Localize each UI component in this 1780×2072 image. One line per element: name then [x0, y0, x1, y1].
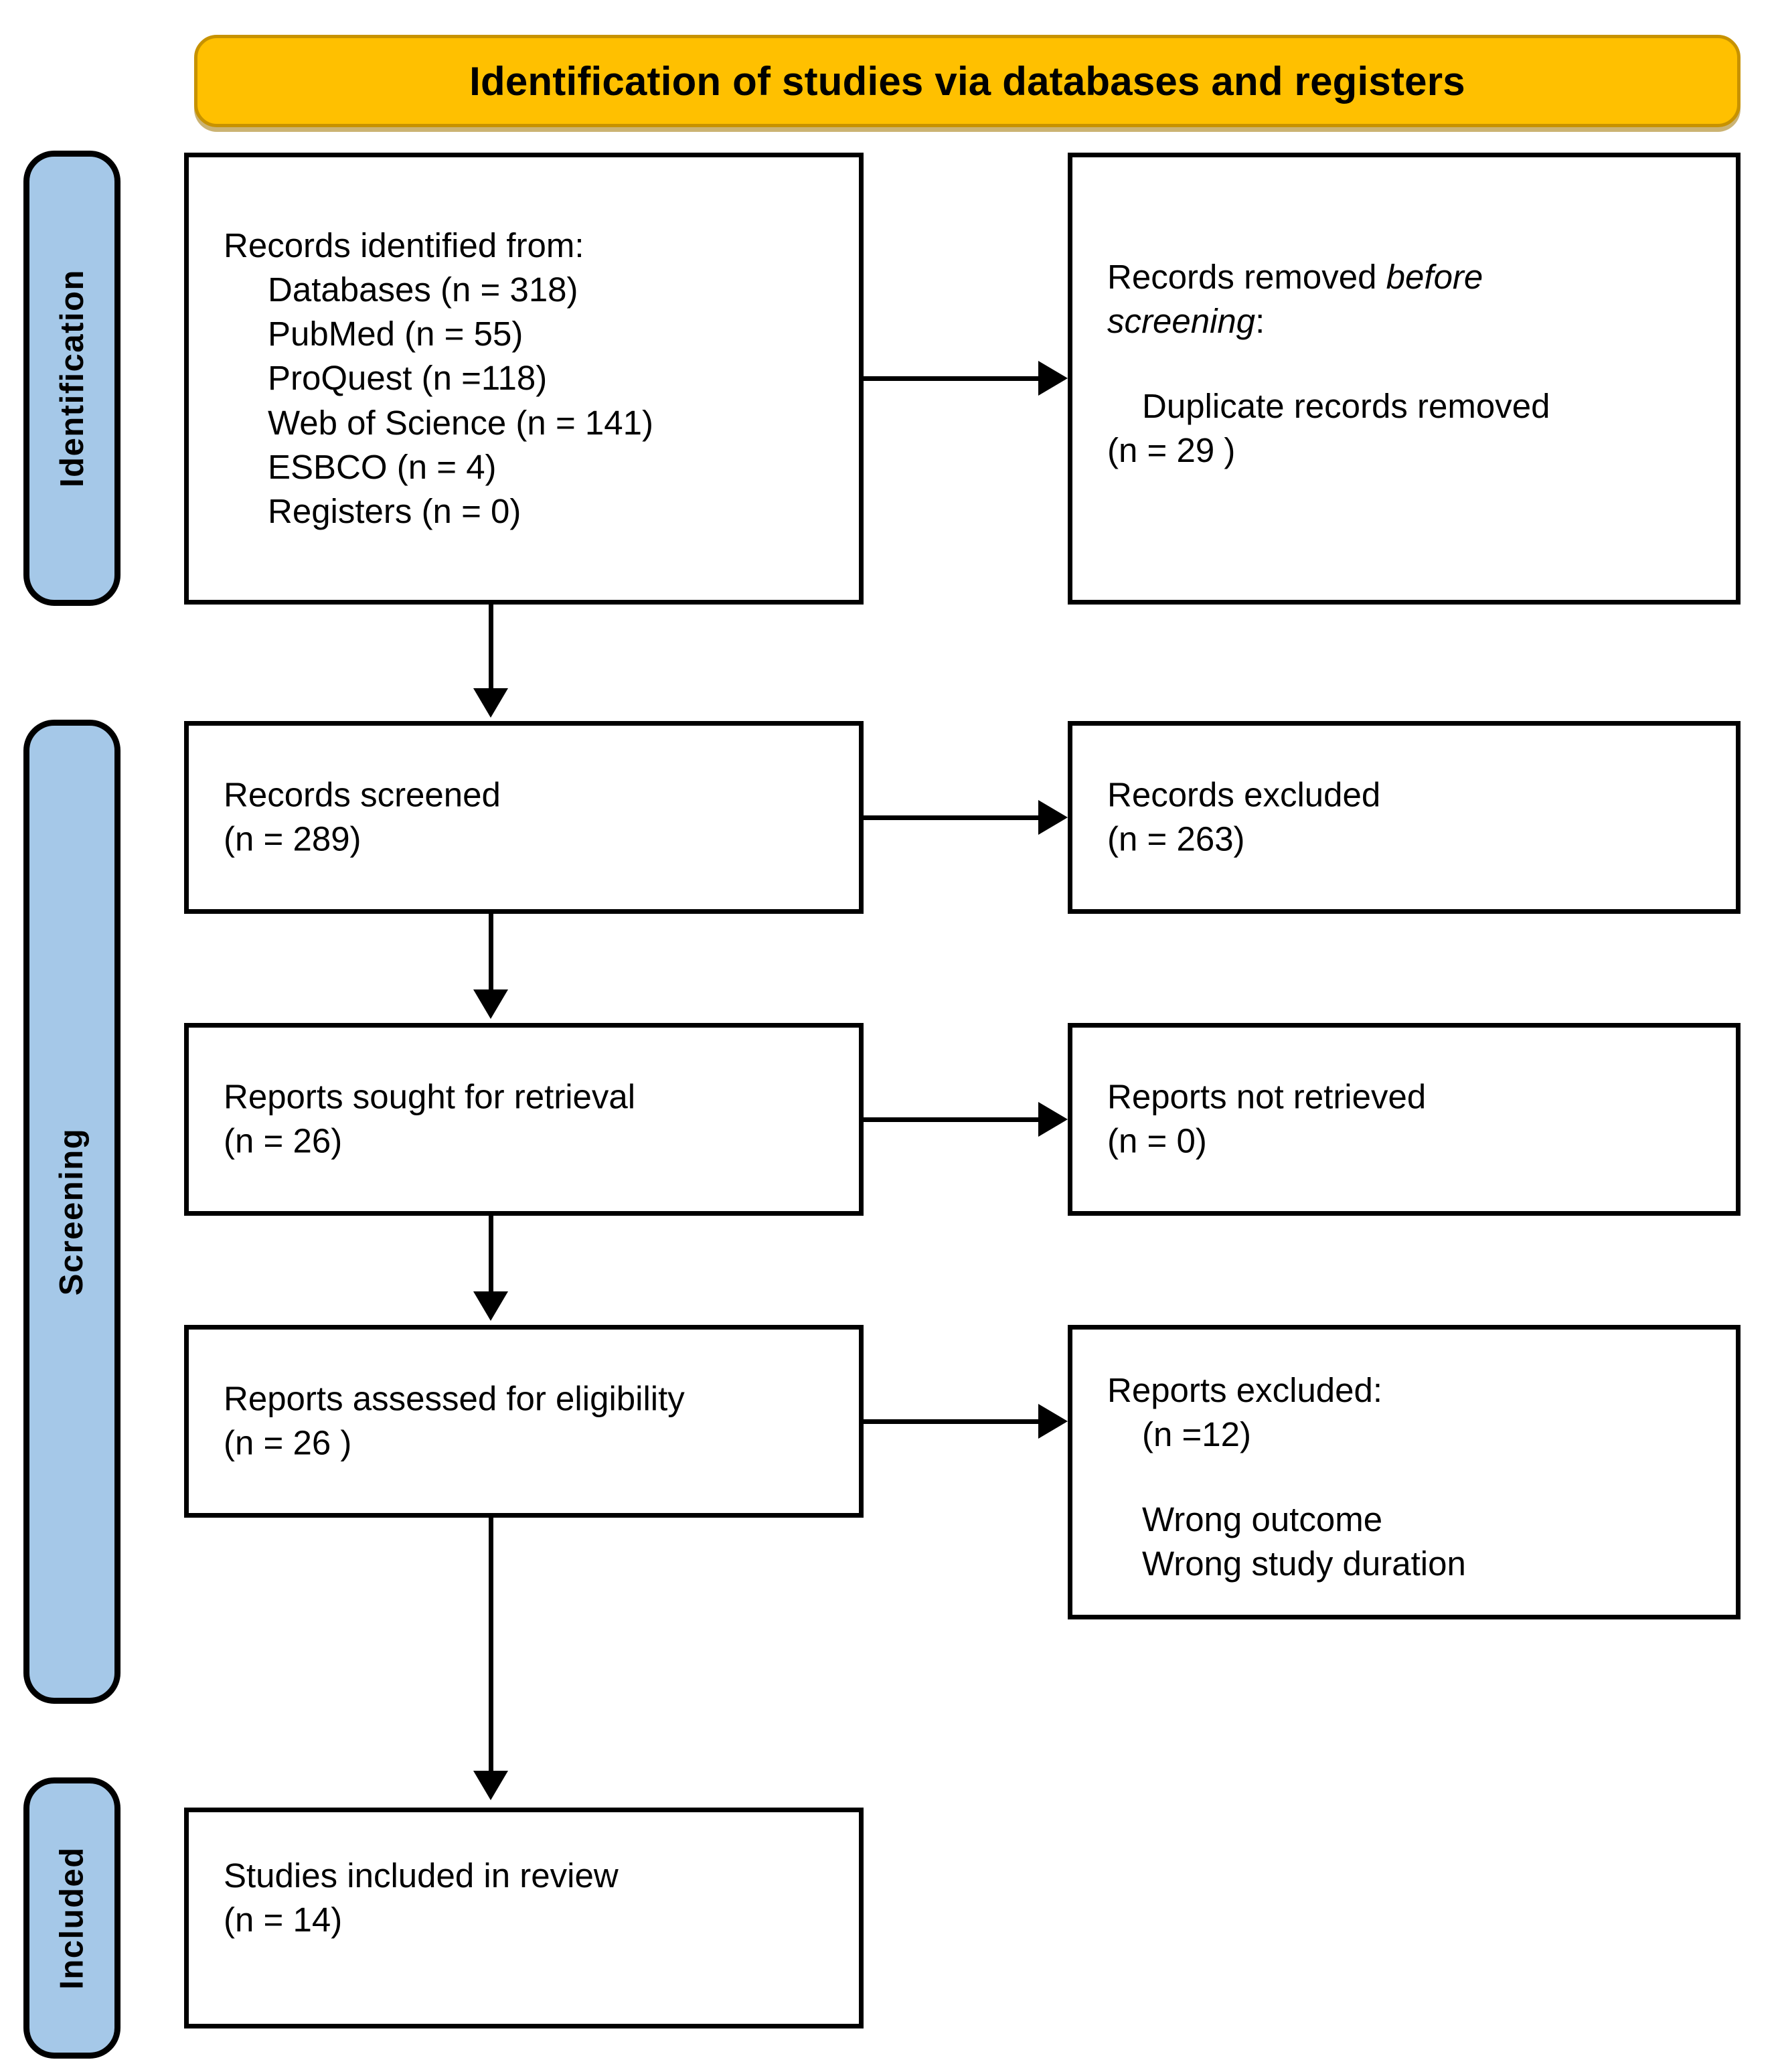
phase-label-included-text: Included [54, 1846, 90, 1990]
node-studies-included-body: Studies included in review (n = 14) [224, 1854, 841, 1943]
connector-identified-to-removed [864, 376, 1039, 381]
arrowhead-screened-to-excluded [1038, 800, 1068, 835]
records-removed-italic-screening: screening [1107, 302, 1256, 341]
reports-sought-line-1: Reports sought for retrieval [224, 1077, 636, 1116]
diagram-header-banner: Identification of studies via databases … [194, 35, 1741, 127]
reports-excluded-reason-1: Wrong outcome [1142, 1500, 1383, 1538]
records-removed-italic-before: before [1386, 258, 1483, 296]
node-records-identified: Records identified from: Databases (n = … [184, 153, 864, 605]
diagram-title: Identification of studies via databases … [469, 58, 1465, 104]
phase-label-included: Included [23, 1777, 120, 2059]
arrowhead-screened-to-sought [473, 989, 508, 1019]
records-identified-item-databases: Databases (n = 318) [268, 270, 578, 309]
connector-sought-to-not-retrieved [864, 1117, 1039, 1122]
records-identified-item-pubmed: PubMed (n = 55) [268, 315, 523, 353]
connector-screened-to-excluded [864, 815, 1039, 820]
arrowhead-identified-to-screened [473, 688, 508, 718]
records-identified-item-proquest: ProQuest (n =118) [268, 359, 548, 398]
phase-label-identification-text: Identification [54, 269, 90, 487]
records-removed-spacer [1107, 344, 1718, 384]
node-records-screened: Records screened (n = 289) [184, 721, 864, 914]
records-removed-detail-1: Duplicate records removed [1142, 386, 1550, 425]
node-reports-excluded: Reports excluded: (n =12) Wrong outcome … [1068, 1325, 1741, 1619]
node-records-removed: Records removed before screening: Duplic… [1068, 153, 1741, 605]
node-reports-sought-body: Reports sought for retrieval (n = 26) [224, 1075, 841, 1164]
records-excluded-line-2: (n = 263) [1107, 820, 1245, 858]
connector-assessed-to-excluded [864, 1419, 1039, 1424]
node-reports-sought: Reports sought for retrieval (n = 26) [184, 1023, 864, 1216]
records-removed-detail-2: (n = 29 ) [1107, 430, 1236, 469]
records-screened-line-1: Records screened [224, 775, 501, 814]
reports-excluded-reason-2: Wrong study duration [1142, 1544, 1466, 1583]
reports-not-retrieved-line-2: (n = 0) [1107, 1122, 1207, 1160]
node-records-identified-body: Records identified from: Databases (n = … [224, 223, 841, 534]
reports-not-retrieved-line-1: Reports not retrieved [1107, 1077, 1427, 1116]
connector-assessed-to-included [489, 1518, 493, 1772]
node-records-screened-body: Records screened (n = 289) [224, 773, 841, 862]
connector-identified-to-screened [489, 605, 493, 690]
reports-excluded-line-1: Reports excluded: [1107, 1371, 1383, 1409]
phase-label-identification: Identification [23, 151, 120, 606]
arrowhead-sought-to-not-retrieved [1038, 1102, 1068, 1137]
node-records-excluded-body: Records excluded (n = 263) [1107, 773, 1718, 862]
reports-excluded-spacer [1107, 1457, 1718, 1498]
reports-assessed-line-1: Reports assessed for eligibility [224, 1379, 685, 1418]
records-identified-item-webofscience: Web of Science (n = 141) [268, 403, 653, 442]
node-records-removed-body: Records removed before screening: Duplic… [1107, 255, 1718, 473]
records-identified-item-registers: Registers (n = 0) [268, 492, 521, 531]
arrowhead-sought-to-assessed [473, 1291, 508, 1321]
studies-included-line-1: Studies included in review [224, 1856, 619, 1895]
records-removed-line-2: screening: [1107, 299, 1718, 343]
phase-label-screening-text: Screening [54, 1127, 90, 1296]
reports-excluded-line-2: (n =12) [1142, 1415, 1252, 1454]
node-reports-not-retrieved: Reports not retrieved (n = 0) [1068, 1023, 1741, 1216]
node-studies-included: Studies included in review (n = 14) [184, 1808, 864, 2028]
records-removed-colon: : [1255, 302, 1265, 341]
records-screened-line-2: (n = 289) [224, 820, 361, 858]
records-excluded-line-1: Records excluded [1107, 775, 1381, 814]
arrowhead-assessed-to-excluded [1038, 1404, 1068, 1439]
records-identified-heading: Records identified from: [224, 226, 584, 264]
node-reports-assessed: Reports assessed for eligibility (n = 26… [184, 1325, 864, 1518]
arrowhead-identified-to-removed [1038, 361, 1068, 396]
studies-included-line-2: (n = 14) [224, 1901, 343, 1939]
reports-assessed-line-2: (n = 26 ) [224, 1424, 352, 1462]
reports-sought-line-2: (n = 26) [224, 1122, 343, 1160]
connector-sought-to-assessed [489, 1216, 493, 1293]
connector-screened-to-sought [489, 914, 493, 991]
node-reports-assessed-body: Reports assessed for eligibility (n = 26… [224, 1377, 841, 1466]
node-reports-excluded-body: Reports excluded: (n =12) Wrong outcome … [1107, 1368, 1718, 1586]
records-removed-line-1: Records removed before [1107, 255, 1718, 299]
records-removed-prefix: Records removed [1107, 258, 1386, 296]
node-reports-not-retrieved-body: Reports not retrieved (n = 0) [1107, 1075, 1718, 1164]
phase-label-screening: Screening [23, 720, 120, 1704]
records-identified-item-esbco: ESBCO (n = 4) [268, 447, 497, 486]
node-records-excluded: Records excluded (n = 263) [1068, 721, 1741, 914]
arrowhead-assessed-to-included [473, 1771, 508, 1800]
